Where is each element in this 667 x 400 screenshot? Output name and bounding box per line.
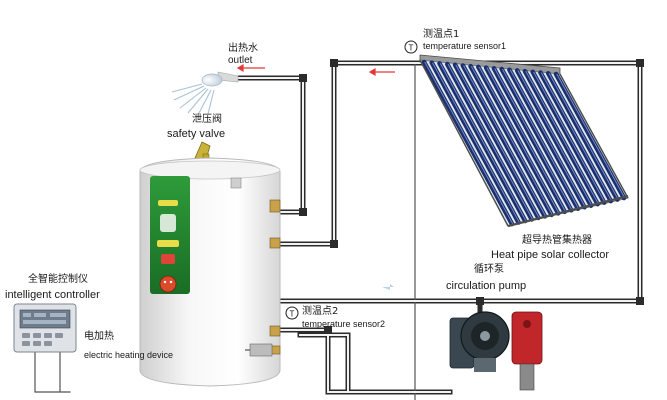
evacuated-tube: [491, 66, 574, 213]
sensor1-label-en: temperature sensor1: [423, 41, 507, 51]
flow-arrows: [236, 63, 395, 77]
tube-highlight: [502, 68, 580, 209]
outlet-label-en: outlet: [228, 55, 253, 66]
evacuated-tube: [476, 64, 561, 216]
tube-highlight: [509, 69, 586, 208]
evacuated-tube: [499, 66, 581, 212]
tube-highlight: [424, 61, 514, 225]
evacuated-tube: [530, 69, 607, 205]
tube-highlight: [548, 73, 619, 200]
electric-heater-icon: [245, 343, 273, 357]
tube-highlight: [439, 63, 527, 222]
controller-panel-icon: [13, 303, 77, 353]
controller-label-cn: 全智能控制仪: [28, 274, 88, 285]
evacuated-tube: [429, 60, 521, 225]
tube-highlight: [517, 70, 593, 206]
heater-label-cn: 电加热: [84, 331, 114, 342]
outlet-label-cn: 出热水: [228, 43, 258, 54]
svg-text:T: T: [290, 310, 295, 319]
circulation-pump-icon: [449, 311, 543, 391]
storage-tank: [139, 157, 281, 387]
tube-highlight: [556, 73, 626, 199]
safety-valve-label-en: safety valve: [167, 128, 226, 140]
evacuated-tube: [522, 68, 600, 207]
solar-collector: [419, 54, 629, 228]
controller-label-en: intelligent controller: [5, 289, 100, 301]
evacuated-tube: [538, 70, 614, 204]
heater-label-en: electric heating device: [84, 350, 174, 360]
tube-highlight: [463, 65, 547, 217]
evacuated-tube: [444, 61, 535, 222]
evacuated-tube: [553, 71, 627, 201]
tube-highlight: [486, 67, 566, 213]
collector-tubes: [421, 59, 627, 227]
evacuated-tube: [507, 67, 587, 210]
collector-label-en: Heat pipe solar collector: [491, 249, 610, 261]
sensor2-label-cn: 测温点2: [302, 306, 339, 317]
sensor1-label-cn: 测温点1: [423, 29, 460, 40]
pump-label-cn: 循环泵: [474, 264, 504, 275]
temperature-sensor-icon-2: T: [285, 306, 299, 320]
tube-highlight: [525, 70, 599, 205]
collector-label-cn: 超导热管集热器: [522, 235, 592, 246]
evacuated-tube: [514, 68, 594, 208]
tube-highlight: [470, 65, 553, 216]
sensor2-label-en: temperature sensor2: [302, 319, 386, 329]
evacuated-tube: [545, 70, 620, 202]
pipe-network: [34, 59, 644, 400]
evacuated-tube: [468, 63, 554, 218]
brand-mascot-icon: [159, 275, 177, 293]
tube-highlight: [455, 64, 540, 219]
pump-label-en: circulation pump: [446, 280, 527, 292]
svg-text:T: T: [409, 44, 414, 53]
evacuated-tube: [437, 61, 528, 224]
evacuated-tube: [483, 65, 568, 215]
evacuated-tube: [421, 59, 515, 227]
shower-head-icon: [171, 71, 239, 116]
tube-highlight: [540, 72, 613, 202]
temperature-sensor-icon-1: T: [404, 40, 418, 54]
tube-highlight: [494, 68, 573, 211]
evacuated-tube: [452, 62, 541, 221]
tube-highlight: [447, 63, 534, 220]
tube-highlight: [533, 71, 606, 203]
tube-highlight: [478, 66, 560, 214]
evacuated-tube: [460, 63, 548, 219]
safety-valve-label-cn: 泄压阀: [192, 114, 222, 125]
tube-highlight: [432, 62, 520, 223]
flow-arrow-light: [382, 284, 394, 290]
